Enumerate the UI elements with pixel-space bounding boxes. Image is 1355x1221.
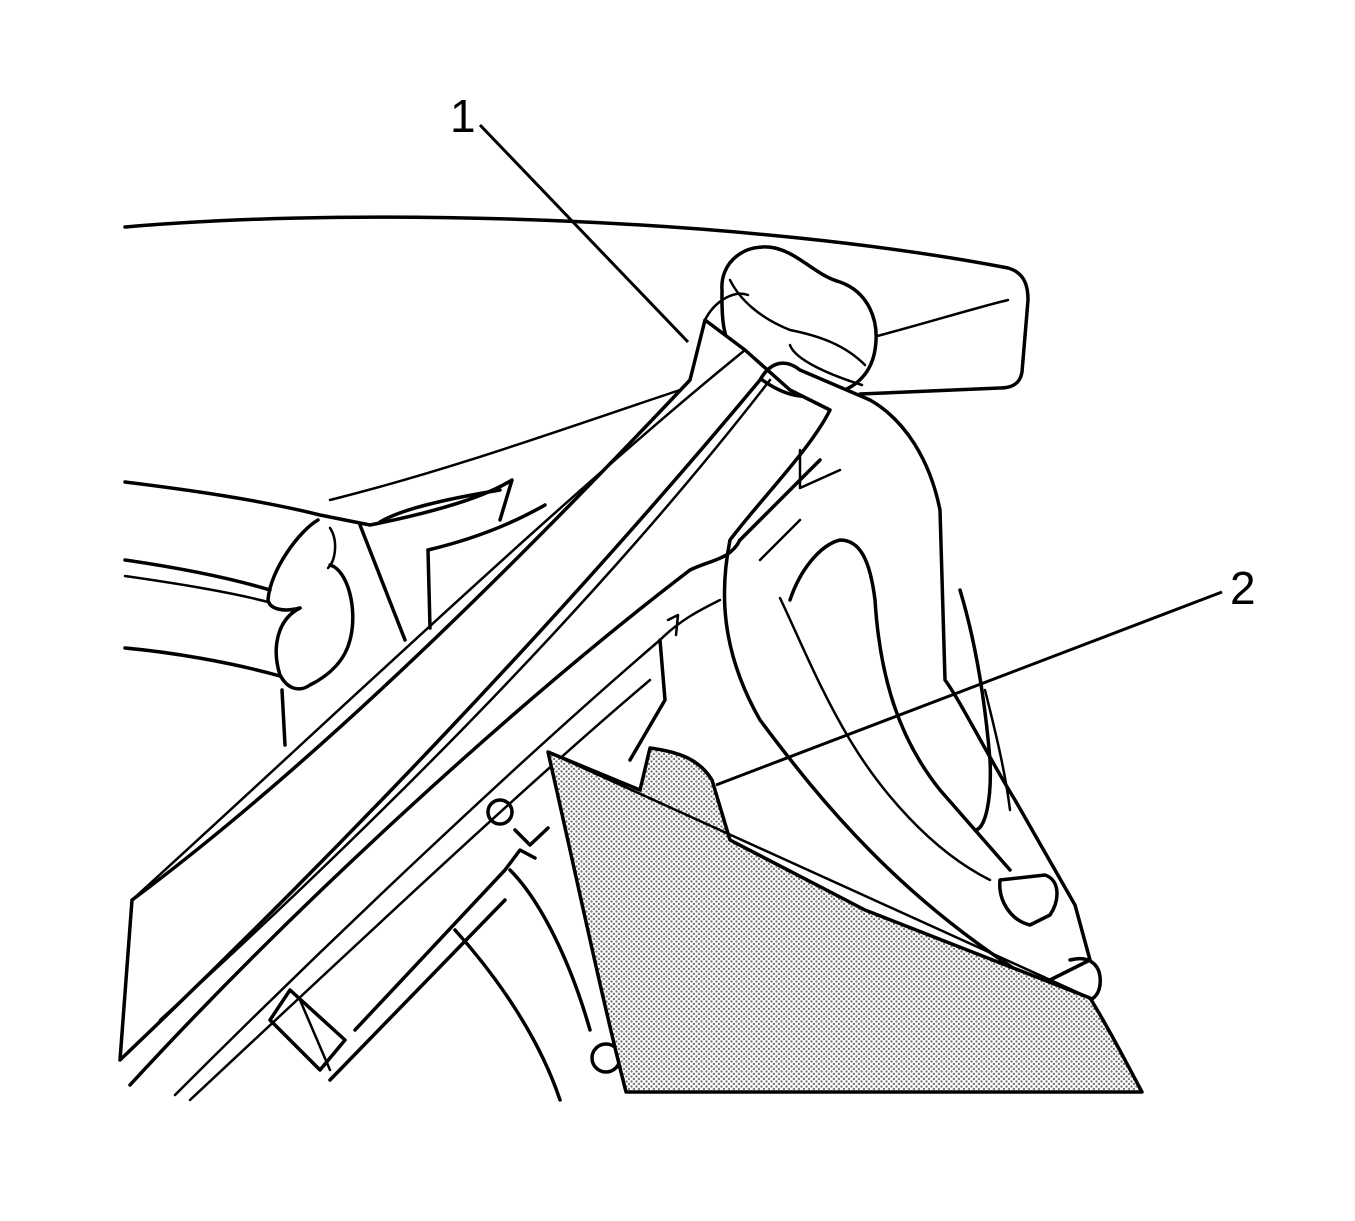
callout-1: 1 [450, 90, 690, 344]
callout-2-leader [715, 590, 1223, 787]
pillar-trim [118, 292, 1092, 1062]
callout-1-leader [478, 123, 690, 344]
callout-1-label: 1 [450, 90, 476, 142]
shaded-panel [546, 746, 1144, 1094]
roof-panel [123, 215, 1030, 502]
callout-2-label: 2 [1230, 562, 1256, 614]
seat-belt-guide [778, 538, 1102, 1004]
rear-seat [123, 478, 547, 747]
window-frame [128, 448, 842, 1102]
callout-2: 2 [715, 562, 1256, 787]
